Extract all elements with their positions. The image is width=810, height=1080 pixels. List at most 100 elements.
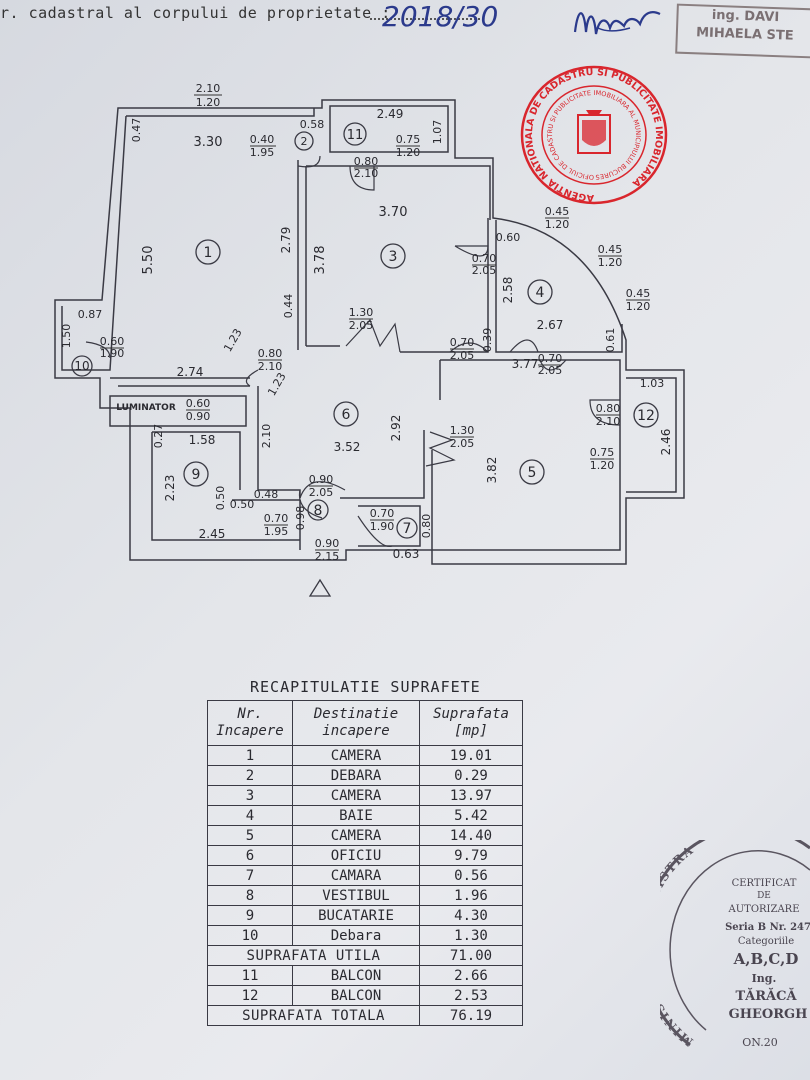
stamp-line: DE xyxy=(757,891,771,901)
dimension-label: 1.20 xyxy=(196,96,221,109)
dimension-label: 1.90 xyxy=(100,347,125,360)
dimension-label: 1.50 xyxy=(60,324,73,349)
authorization-stamp: MINISTERUL ADMINISTRA CERTIFICAT DE AUTO… xyxy=(660,840,810,1049)
dotted-line xyxy=(370,18,480,20)
stamp-line: ON.20 xyxy=(742,1036,777,1049)
dimension-label: 0.80 xyxy=(354,155,379,168)
dimension-label: 0.61 xyxy=(604,328,617,353)
signature xyxy=(573,11,661,35)
dimension-label: 0.98 xyxy=(294,506,307,531)
stamp-line: GHEORGH xyxy=(729,1007,808,1022)
dimension-label: 1.20 xyxy=(545,218,570,231)
cadastral-number-label: r. cadastral al corpului de proprietate … xyxy=(0,4,391,22)
dimension-label: 1.23 xyxy=(265,370,289,398)
dimension-label: 0.70 xyxy=(538,352,563,365)
dimension-label: 2.05 xyxy=(349,319,374,332)
stamp-line: Categoriile xyxy=(738,936,794,947)
dimension-label: 0.70 xyxy=(370,507,395,520)
room-number: 1 xyxy=(204,245,213,261)
dimension-label: 0.50 xyxy=(230,498,255,511)
dimension-label: 2.05 xyxy=(472,264,497,277)
room-number: 4 xyxy=(536,285,545,301)
dimension-label: 2.49 xyxy=(377,107,404,121)
dimension-label: 0.80 xyxy=(596,402,621,415)
dimension-label: 1.20 xyxy=(590,459,615,472)
dimension-label: 1.03 xyxy=(640,377,665,390)
coat-of-arms-icon xyxy=(577,110,611,154)
dimension-label: 3.78 xyxy=(313,246,328,275)
dimension-label: 0.80 xyxy=(420,514,433,539)
orientation-triangle-icon xyxy=(308,578,332,597)
stamp-line: MIHAELA STE xyxy=(695,25,794,44)
dimension-label: 2.15 xyxy=(315,550,340,563)
dimension-label: 1.23 xyxy=(221,326,245,354)
stamp-ring-text: MINISTERUL ADMINISTRA xyxy=(660,843,695,1049)
room-number: 10 xyxy=(74,359,89,373)
dimension-label: 2.05 xyxy=(450,437,475,450)
room-number: 7 xyxy=(403,521,412,537)
dimension-label: 3.77 xyxy=(512,357,539,371)
dimension-label: 2.67 xyxy=(537,318,564,332)
room-number: 8 xyxy=(314,503,323,519)
recap-title: RECAPITULATIE SUPRAFETE xyxy=(250,678,481,696)
dimension-label: 2.05 xyxy=(450,349,475,362)
room-number: 3 xyxy=(389,249,398,265)
header-nr: Nr.Incapere xyxy=(207,700,293,746)
svg-text:MINISTERUL ADMINISTRA: MINISTERUL ADMINISTRA xyxy=(660,843,697,1049)
dimension-label: 0.45 xyxy=(598,243,623,256)
dimension-label: 0.90 xyxy=(186,410,211,423)
dimension-label: 0.45 xyxy=(626,287,651,300)
dimension-label: 2.05 xyxy=(309,486,334,499)
dimension-label: 0.27 xyxy=(152,424,165,449)
dimension-label: 0.80 xyxy=(258,347,283,360)
dimension-label: 0.63 xyxy=(393,547,420,561)
dimension-label: 2.10 xyxy=(260,424,273,449)
dimension-label: 0.87 xyxy=(78,308,103,321)
dimension-label: 2.58 xyxy=(501,277,515,304)
dimension-label: 0.70 xyxy=(450,336,475,349)
dimension-label: 0.50 xyxy=(214,486,227,511)
cadastral-number: 2018/30 xyxy=(382,0,499,33)
stamp-line: Seria B Nr. 247 xyxy=(725,922,810,933)
dimension-label: 0.90 xyxy=(309,473,334,486)
dimension-label: 0.70 xyxy=(472,252,497,265)
dimension-label: 1.30 xyxy=(349,306,374,319)
dimension-label: 1.20 xyxy=(626,300,651,313)
dimension-label: 0.90 xyxy=(315,537,340,550)
dimension-label: 0.75 xyxy=(590,446,615,459)
stamp-line: TĂRĂCĂ xyxy=(735,987,797,1004)
dimension-label: 1.20 xyxy=(598,256,623,269)
dimension-label: 2.05 xyxy=(538,364,563,377)
stamp-line: A,B,C,D xyxy=(733,950,799,968)
dimension-label: 0.44 xyxy=(282,294,295,319)
dimension-label: 0.58 xyxy=(300,118,325,131)
room-number: 6 xyxy=(342,407,351,423)
room-number: 2 xyxy=(301,135,308,148)
dimension-label: 2.10 xyxy=(196,82,221,95)
dimension-label: 1.90 xyxy=(370,520,395,533)
dimension-label: 1.95 xyxy=(250,146,275,159)
room-number: 11 xyxy=(347,128,364,143)
dimension-label: 3.82 xyxy=(485,457,499,484)
dimension-label: 2.10 xyxy=(596,415,621,428)
dimension-label: 2.46 xyxy=(659,429,673,456)
dimension-label: 2.92 xyxy=(389,415,403,442)
room-number: 5 xyxy=(528,465,537,481)
dimension-label: 5.50 xyxy=(141,246,156,275)
room-number: 12 xyxy=(637,408,655,424)
dimension-label: 1.95 xyxy=(264,525,289,538)
dimension-label: 0.60 xyxy=(100,335,125,348)
